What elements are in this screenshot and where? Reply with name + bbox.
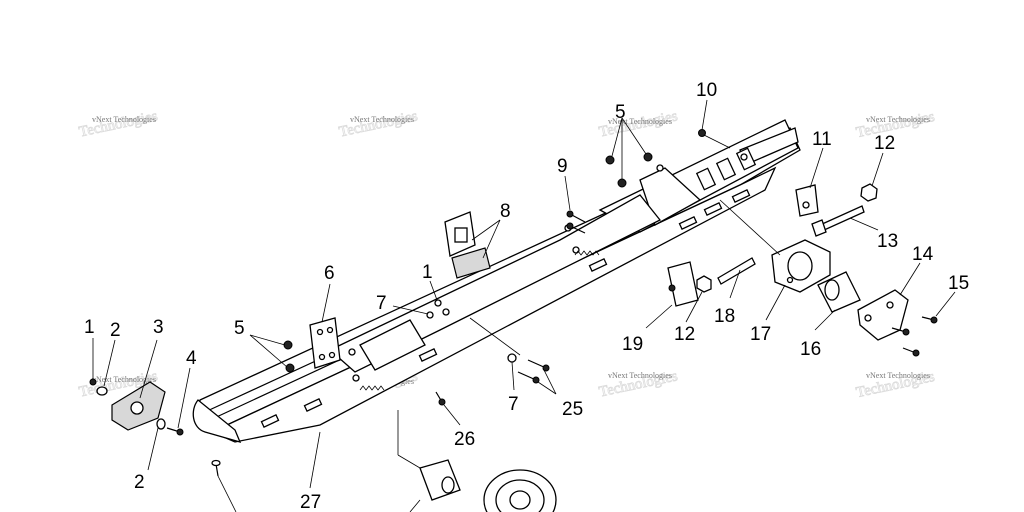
svg-text:Technologies: Technologies xyxy=(78,108,160,140)
callout-26: 26 xyxy=(454,429,475,450)
nut-5a xyxy=(283,340,293,350)
bracket-14 xyxy=(857,289,909,341)
washer-2-bottom xyxy=(156,418,166,430)
rail-slot-row xyxy=(260,189,751,428)
bolt-18 xyxy=(717,257,756,285)
callout-19: 19 xyxy=(622,334,643,355)
nut-5e xyxy=(643,152,653,162)
bolt-bottom-left xyxy=(211,459,221,477)
watermark-text: vNext Technologies xyxy=(608,117,672,126)
pivot-housing-17 xyxy=(771,239,831,293)
callout-6: 6 xyxy=(324,263,335,284)
leader-lines xyxy=(92,99,956,512)
bracket-11 xyxy=(795,184,819,217)
callout-11: 11 xyxy=(812,129,832,150)
svg-text:Technologies: Technologies xyxy=(338,108,420,140)
callout-14: 14 xyxy=(912,244,934,265)
front-end-cap xyxy=(111,381,166,431)
callout-5a: 5 xyxy=(234,318,245,339)
callout-18: 18 xyxy=(714,306,735,327)
nut-1-left xyxy=(89,378,97,386)
bolt-4 xyxy=(166,427,184,436)
watermark-text: vNext Technologies xyxy=(866,115,930,124)
callout-3: 3 xyxy=(153,317,164,338)
pivot-insert-16 xyxy=(817,271,861,313)
callout-2a: 2 xyxy=(110,320,121,341)
washer-2-top xyxy=(96,386,108,396)
callout-9: 9 xyxy=(557,156,568,177)
idler-wheel-assembly xyxy=(419,459,557,512)
callout-13: 13 xyxy=(877,231,898,252)
washer-7-mid-b xyxy=(442,308,450,316)
callout-15: 15 xyxy=(948,273,969,294)
pin-25 xyxy=(517,359,550,384)
callout-27: 27 xyxy=(300,492,321,512)
callout-12a: 12 xyxy=(874,133,895,154)
callout-4: 4 xyxy=(186,348,197,369)
svg-text:Technologies: Technologies xyxy=(855,109,937,141)
rail-beam xyxy=(192,119,801,443)
washer-7-mid-a xyxy=(426,311,434,319)
callout-10: 10 xyxy=(696,80,717,101)
nut-12-lower xyxy=(696,275,712,293)
nut-5b xyxy=(285,363,295,373)
washer-1-mid xyxy=(434,299,442,307)
bolt-15 xyxy=(891,316,938,357)
callout-1b: 1 xyxy=(422,262,433,283)
callout-25: 25 xyxy=(562,399,583,420)
callout-5b: 5 xyxy=(615,102,626,123)
bracket-plate-6 xyxy=(309,317,341,369)
callout-7b: 7 xyxy=(508,394,519,415)
washer-7-lower xyxy=(507,353,517,363)
callout-1a: 1 xyxy=(84,317,95,338)
watermark-text: vNext Technologies xyxy=(92,375,156,384)
watermark-text: vNext Technologies xyxy=(350,115,414,124)
nut-12-top xyxy=(860,183,878,202)
watermark-text: vNext Technologies xyxy=(866,371,930,380)
nut-5d xyxy=(617,178,627,188)
callout-7a: 7 xyxy=(376,293,387,314)
watermark-text: vNext Technologies xyxy=(608,371,672,380)
callout-12b: 12 xyxy=(674,324,695,345)
slider-block-8 xyxy=(444,211,491,279)
callout-labels: 1 1 2 2 3 4 5 5 6 7 7 8 9 10 11 12 12 13… xyxy=(84,80,969,512)
bolt-26 xyxy=(435,391,446,406)
callout-8: 8 xyxy=(500,201,511,222)
bolt-9 xyxy=(566,210,586,234)
callout-17: 17 xyxy=(750,324,771,345)
bolt-13 xyxy=(811,205,865,237)
callout-16: 16 xyxy=(800,339,821,360)
nut-5c xyxy=(605,155,615,165)
watermark-text: vNext Technologies xyxy=(92,115,156,124)
block-19 xyxy=(667,261,699,307)
callout-2b: 2 xyxy=(134,472,145,493)
